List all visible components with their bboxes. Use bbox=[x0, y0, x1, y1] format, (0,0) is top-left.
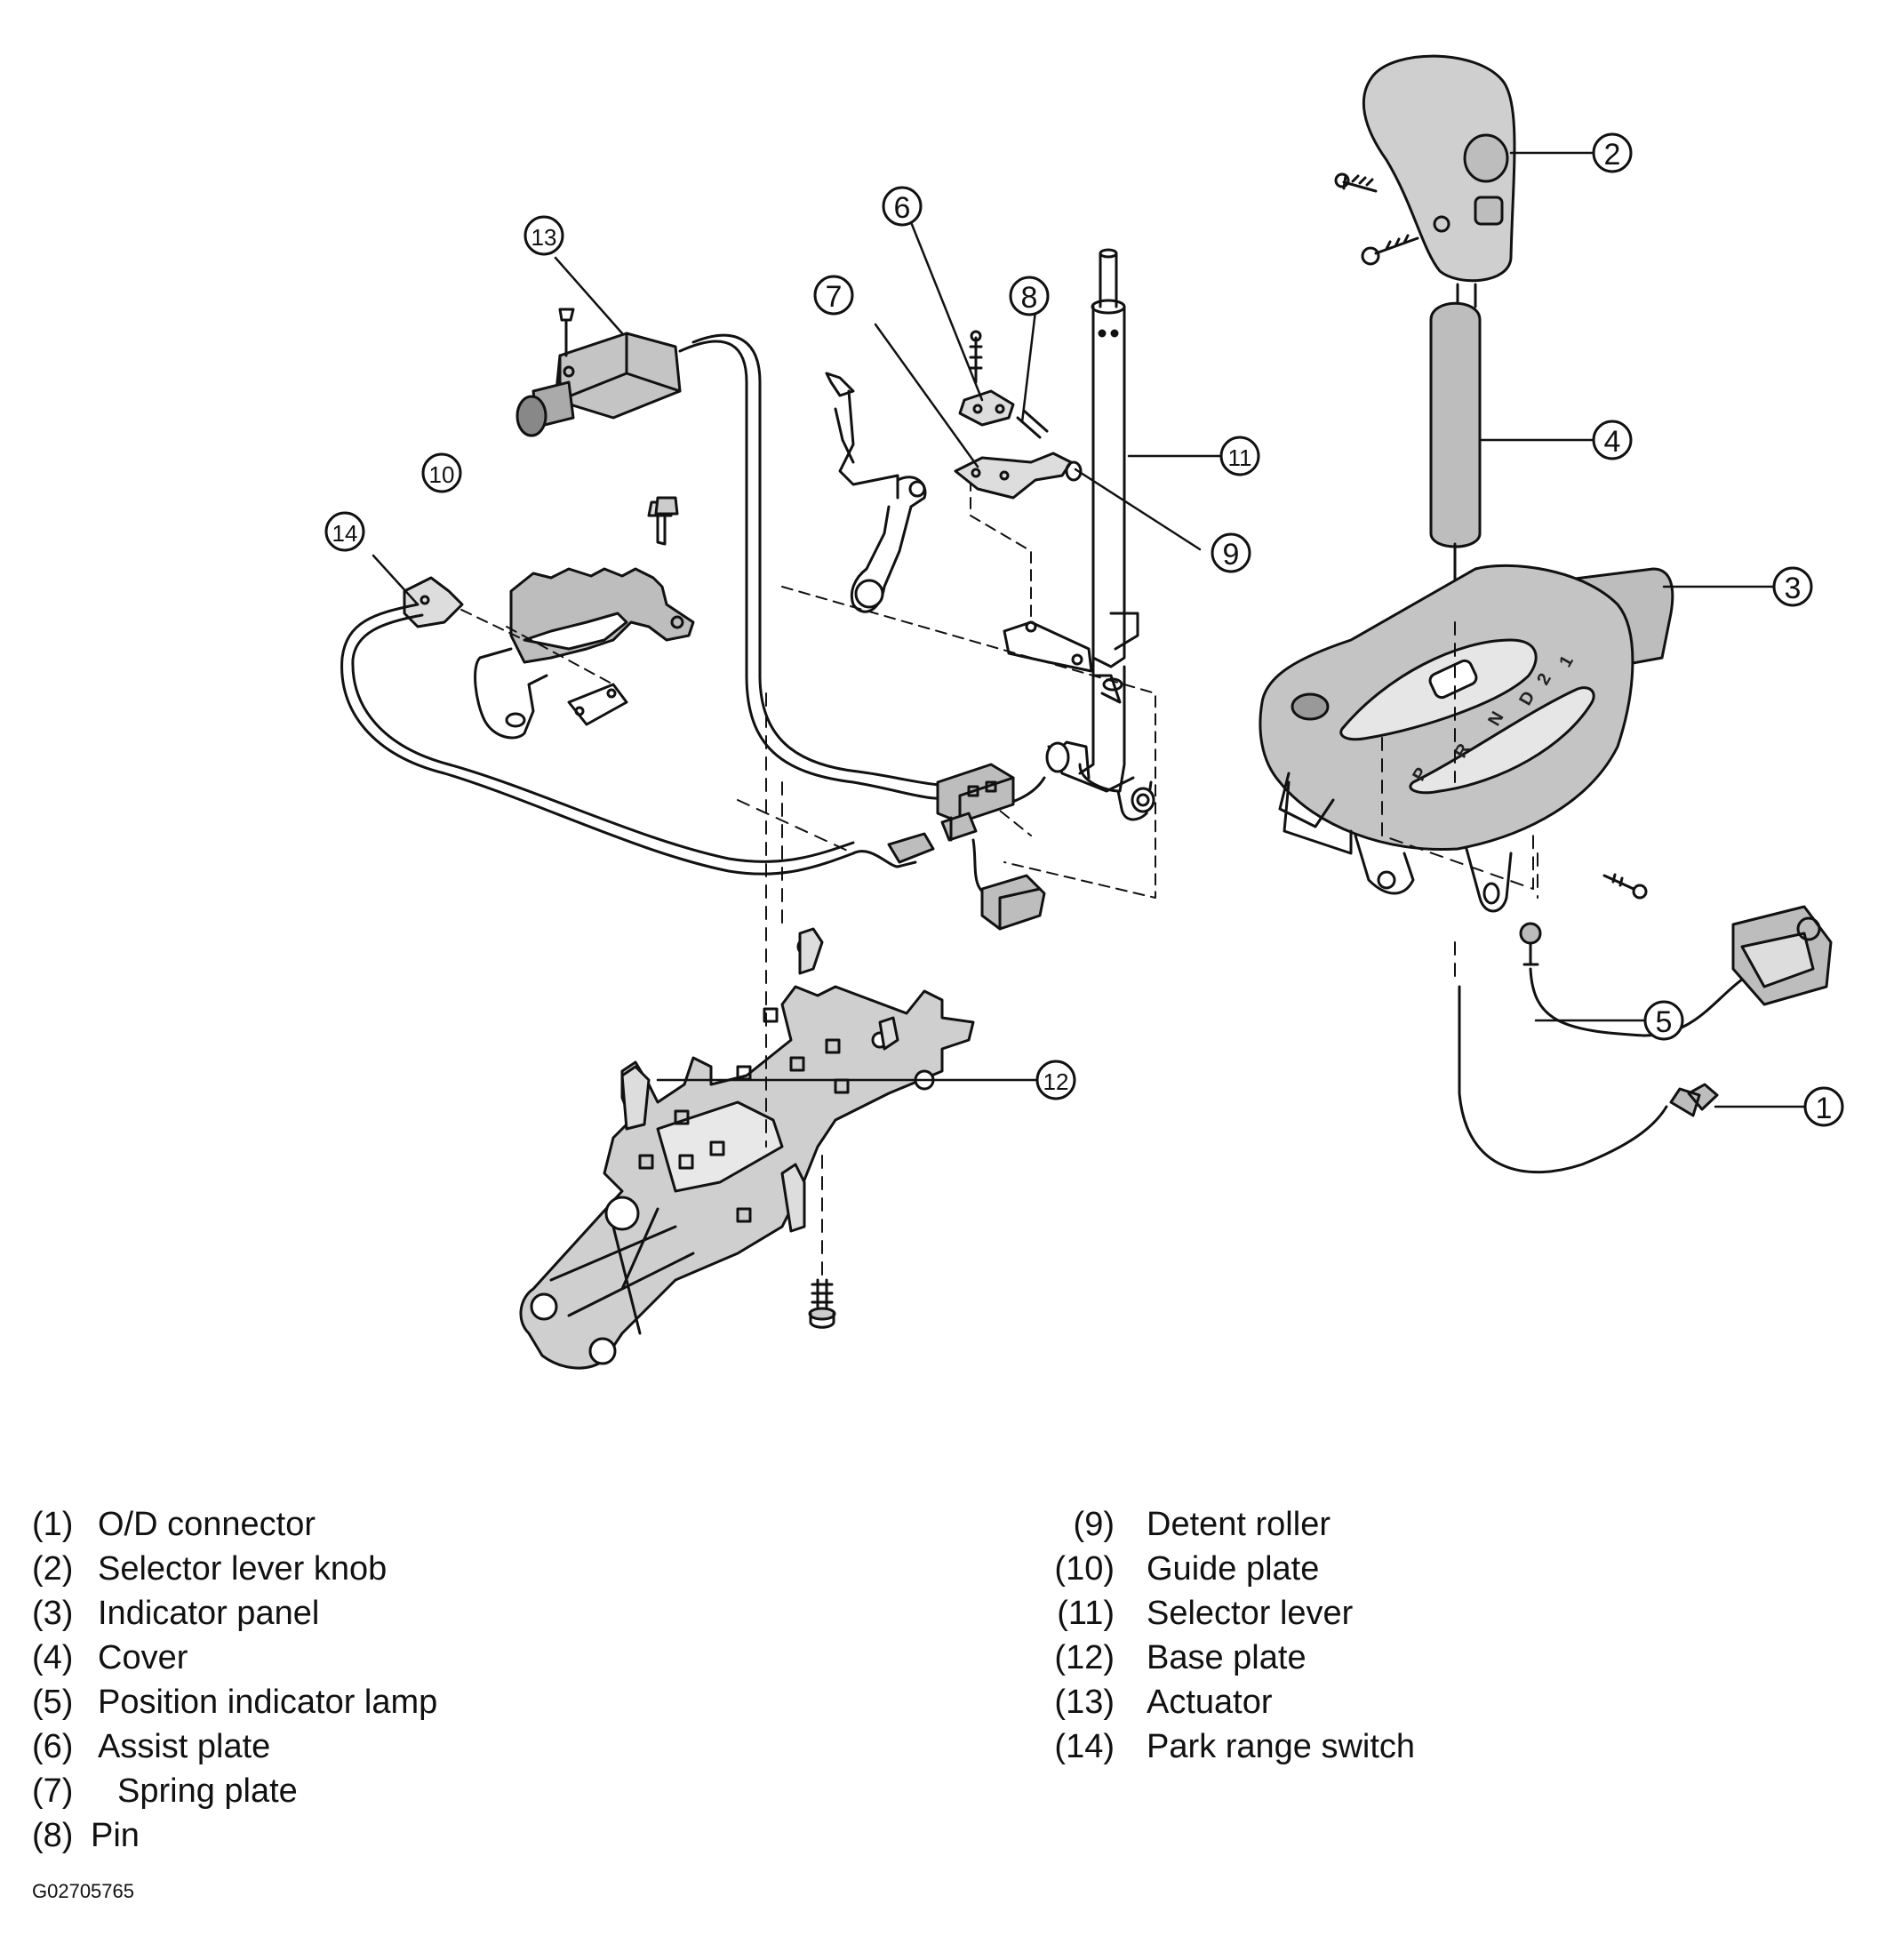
legend-item-cover: (4) Cover bbox=[32, 1636, 437, 1680]
legend-number: (7) bbox=[32, 1772, 74, 1810]
callout-7: 7 bbox=[813, 275, 854, 316]
callout-14: 14 bbox=[324, 511, 365, 552]
legend-number: (4) bbox=[32, 1639, 74, 1676]
spring-plate bbox=[825, 372, 927, 613]
legend-item-position-indicator-lamp: (5) Position indicator lamp bbox=[32, 1680, 437, 1724]
callout-5-number: 5 bbox=[1656, 1005, 1673, 1039]
callout-14-number: 14 bbox=[332, 520, 358, 547]
lever-alignment-lines bbox=[781, 479, 1156, 899]
assist-plate bbox=[954, 389, 1083, 500]
parts-legend-left: (1) O/D connector (2) Selector lever kno… bbox=[32, 1502, 437, 1858]
legend-item-base-plate: (12) Base plate bbox=[1049, 1636, 1415, 1680]
legend-label: O/D connector bbox=[98, 1506, 316, 1543]
harness-connector-large bbox=[936, 763, 1015, 824]
legend-number: (1) bbox=[32, 1506, 74, 1543]
legend-item-indicator-panel: (3) Indicator panel bbox=[32, 1591, 437, 1636]
callout-8: 8 bbox=[1009, 276, 1050, 316]
legend-number: (9) bbox=[1073, 1506, 1115, 1543]
callout-11-number: 11 bbox=[1228, 444, 1252, 471]
legend-number: (3) bbox=[32, 1595, 74, 1632]
legend-number: (2) bbox=[32, 1550, 74, 1588]
harness-connector-small bbox=[887, 812, 1046, 931]
detent-bracket bbox=[1003, 620, 1093, 673]
legend-item-od-connector: (1) O/D connector bbox=[32, 1502, 437, 1547]
legend-item-spring-plate: (7) Spring plate bbox=[32, 1769, 437, 1813]
legend-item-selector-lever: (11) Selector lever bbox=[1049, 1591, 1415, 1636]
legend-label: Pin bbox=[91, 1817, 140, 1854]
callout-4-number: 4 bbox=[1604, 425, 1621, 459]
callout-5: 5 bbox=[1643, 1000, 1684, 1041]
legend-number: (14) bbox=[1054, 1728, 1115, 1765]
callout-3: 3 bbox=[1772, 566, 1813, 607]
legend-item-pin: (8) Pin bbox=[32, 1813, 437, 1858]
callout-4: 4 bbox=[1592, 420, 1633, 460]
position-indicator-lamp bbox=[1519, 905, 1833, 1037]
panel-screw bbox=[1602, 873, 1648, 900]
callout-9-number: 9 bbox=[1223, 538, 1240, 572]
legend-label: Cover bbox=[98, 1639, 188, 1676]
knob-screw-lower bbox=[1361, 234, 1419, 266]
legend-item-actuator: (13) Actuator bbox=[1049, 1680, 1415, 1724]
callout-9: 9 bbox=[1211, 532, 1251, 573]
legend-number: (10) bbox=[1054, 1550, 1115, 1588]
park-range-switch bbox=[403, 576, 464, 628]
callout-2-number: 2 bbox=[1604, 138, 1621, 172]
callout-1: 1 bbox=[1803, 1086, 1844, 1127]
lever-cover bbox=[1429, 283, 1482, 615]
base-plate bbox=[519, 927, 975, 1370]
callout-1-number: 1 bbox=[1816, 1092, 1833, 1125]
callout-3-number: 3 bbox=[1785, 572, 1802, 605]
legend-label: Spring plate bbox=[117, 1772, 298, 1810]
legend-item-selector-lever-knob: (2) Selector lever knob bbox=[32, 1547, 437, 1591]
legend-label: Selector lever knob bbox=[98, 1550, 388, 1588]
callout-10: 10 bbox=[421, 452, 462, 493]
callout-2: 2 bbox=[1592, 132, 1633, 173]
parts-legend-right: (9) Detent roller (10) Guide plate (11) … bbox=[1049, 1502, 1415, 1769]
callout-12: 12 bbox=[1035, 1060, 1076, 1100]
exploded-parts-diagram: P R N D 2 1 bbox=[324, 54, 1844, 1370]
callout-7-number: 7 bbox=[826, 280, 843, 314]
legend-item-detent-roller: (9) Detent roller bbox=[1049, 1502, 1415, 1547]
callout-12-number: 12 bbox=[1043, 1068, 1069, 1095]
indicator-panel bbox=[1259, 564, 1674, 913]
legend-number: (6) bbox=[32, 1728, 74, 1765]
legend-label: Selector lever bbox=[1147, 1595, 1354, 1632]
legend-item-guide-plate: (10) Guide plate bbox=[1049, 1547, 1415, 1591]
legend-item-park-range-switch: (14) Park range switch bbox=[1049, 1724, 1415, 1769]
legend-number: (11) bbox=[1057, 1595, 1115, 1632]
callout-6-number: 6 bbox=[894, 191, 911, 225]
legend-number: (8) bbox=[32, 1817, 74, 1854]
legend-number: (5) bbox=[32, 1684, 74, 1721]
legend-label: Base plate bbox=[1147, 1639, 1307, 1676]
legend-label: Park range switch bbox=[1147, 1728, 1416, 1765]
callout-13: 13 bbox=[523, 215, 564, 256]
callout-13-number: 13 bbox=[531, 224, 557, 251]
base-plate-alignment-lines bbox=[737, 692, 854, 1281]
knob-screw-upper bbox=[1334, 172, 1378, 193]
assist-plate-screw bbox=[969, 330, 983, 384]
legend-number: (12) bbox=[1054, 1639, 1115, 1676]
callout-11: 11 bbox=[1219, 436, 1260, 476]
callout-8-number: 8 bbox=[1021, 281, 1038, 315]
legend-label: Detent roller bbox=[1147, 1506, 1331, 1543]
guide-plate bbox=[474, 500, 695, 740]
legend-label: Guide plate bbox=[1147, 1550, 1320, 1588]
legend-label: Actuator bbox=[1147, 1684, 1273, 1721]
leader-lines bbox=[372, 151, 1806, 1108]
guide-plate-bolt bbox=[654, 496, 679, 516]
panel-alignment-lines bbox=[1381, 621, 1538, 979]
selector-lever-knob bbox=[1362, 54, 1516, 283]
legend-label: Assist plate bbox=[98, 1728, 271, 1765]
od-connector bbox=[1458, 985, 1719, 1174]
actuator bbox=[515, 308, 682, 437]
legend-label: Position indicator lamp bbox=[98, 1684, 438, 1721]
base-plate-bolt bbox=[808, 1278, 836, 1329]
callout-6: 6 bbox=[882, 186, 923, 227]
legend-label: Indicator panel bbox=[98, 1595, 320, 1632]
selector-lever bbox=[1045, 248, 1155, 821]
figure-code: G02705765 bbox=[32, 1880, 134, 1902]
legend-number: (13) bbox=[1054, 1684, 1115, 1721]
callout-10-number: 10 bbox=[429, 461, 455, 488]
legend-item-assist-plate: (6) Assist plate bbox=[32, 1724, 437, 1769]
